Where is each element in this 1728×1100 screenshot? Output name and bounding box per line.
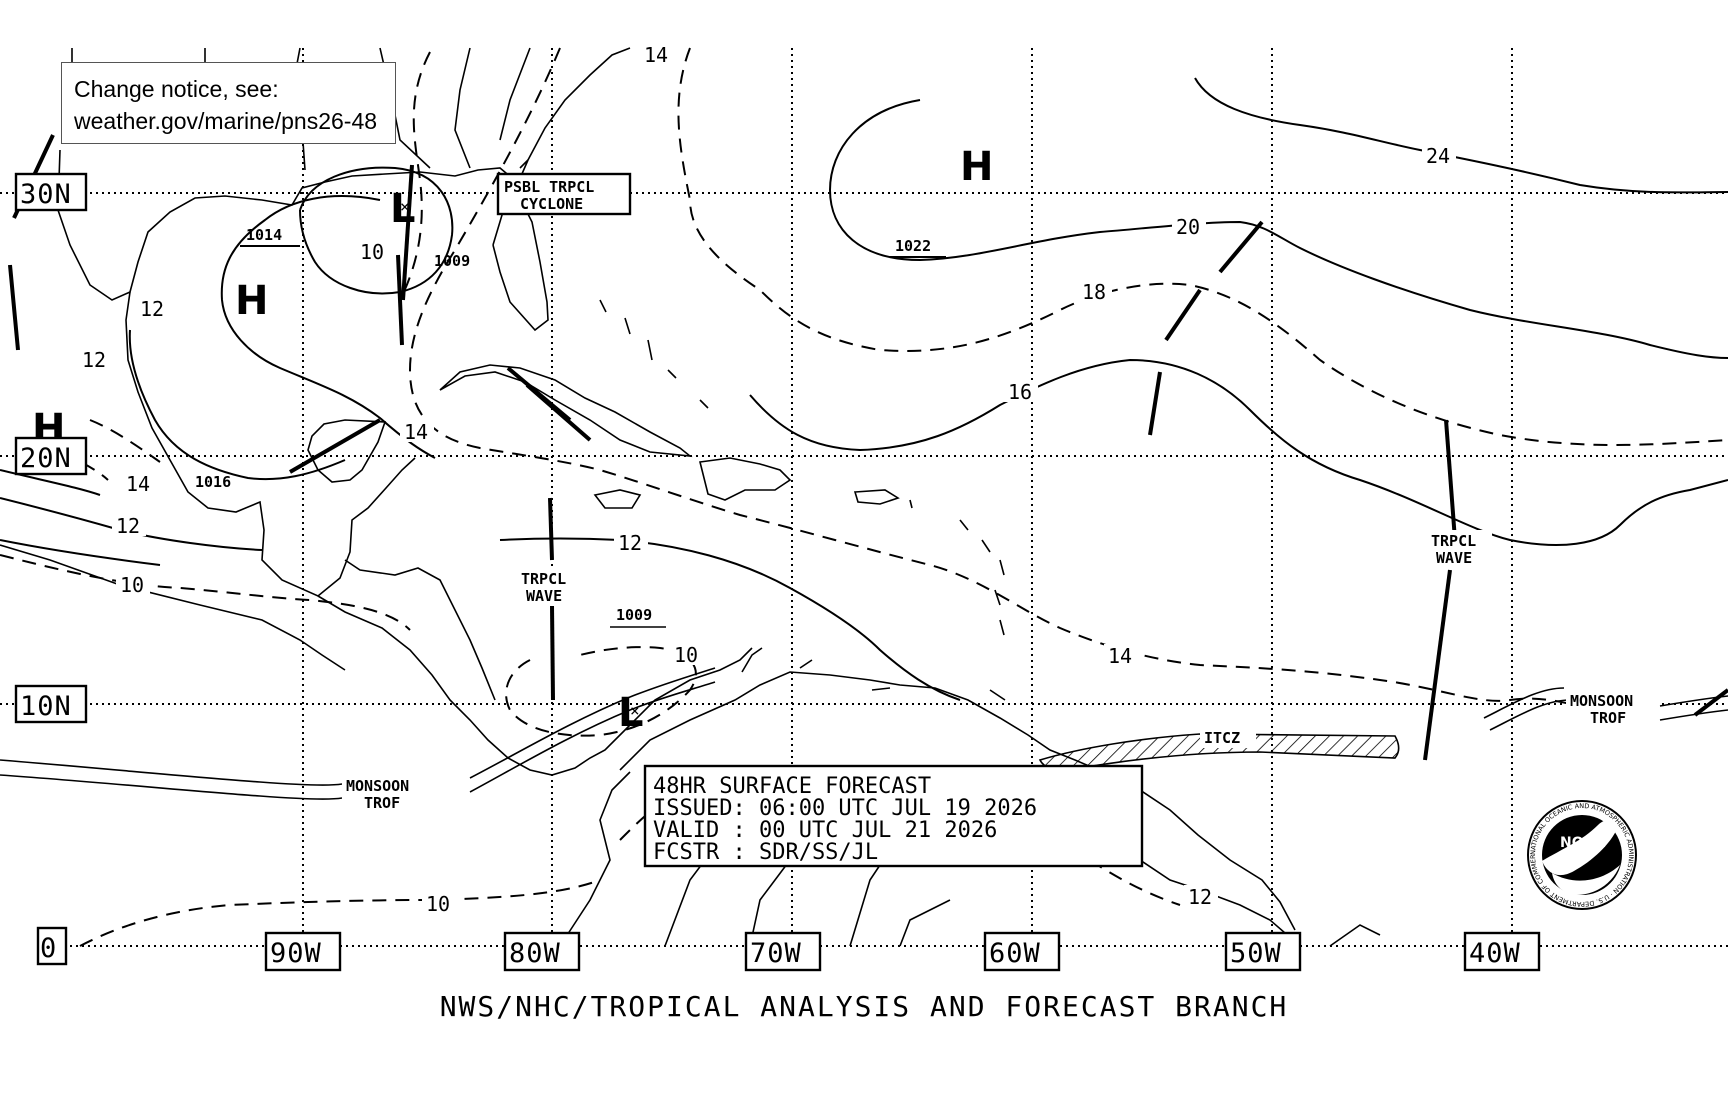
isobar-labels-11: 12 — [618, 531, 642, 555]
isobar-labels-6: 14 — [126, 472, 150, 496]
grid-lat-labels-3: 0 — [40, 933, 57, 964]
change-notice-box: Change notice, see: weather.gov/marine/p… — [61, 62, 396, 144]
pressure-centers: H 1014 L × 1009 H 1022 H 1016 L × 1009 — [32, 144, 993, 736]
noaa-logo-text: NOAA — [1560, 835, 1605, 851]
footer-credit: NWS/NHC/TROPICAL ANALYSIS AND FORECAST B… — [439, 990, 1289, 1023]
monsoon-trough-west — [0, 667, 716, 800]
forecast-box-line2: ISSUED: 06:00 UTC JUL 19 2026 — [653, 796, 1037, 821]
change-notice-link[interactable]: weather.gov/marine/pns26-48 — [74, 108, 378, 134]
isobar-labels-12: 12 — [1188, 885, 1212, 909]
isobar-labels-8: 12 — [140, 297, 164, 321]
isobar-labels-13: 10 — [360, 240, 384, 264]
latitude-labels: 30N 20N 10N 0 — [14, 172, 88, 966]
features-tropical-wave-east-line2: WAVE — [1436, 549, 1472, 567]
pressure-centers-4-pressure: 1009 — [616, 606, 652, 624]
isobar-labels-9: 12 — [82, 348, 106, 372]
isobar-label-14-top: 14 — [644, 43, 668, 67]
low-center-x-gulf: × — [400, 197, 410, 216]
features-itcz: ITCZ — [1204, 729, 1240, 747]
forecast-info-box: 48HR SURFACE FORECAST ISSUED: 06:00 UTC … — [643, 764, 1144, 868]
grid-lon-labels-5: 40W — [1469, 938, 1521, 969]
high-pressure-atlantic: H — [960, 144, 993, 190]
grid-lon-labels-3: 60W — [989, 938, 1041, 969]
forecast-box-line1: 48HR SURFACE FORECAST — [653, 774, 931, 799]
grid-lon-labels-2: 70W — [750, 938, 802, 969]
pressure-value-1009-caribbean: 1009 — [610, 606, 666, 628]
isobar-labels-1: 20 — [1176, 215, 1200, 239]
features-possible-cyclone-line1: PSBL TRPCL — [504, 178, 594, 196]
features-monsoon-trof-east-line1: MONSOON — [1570, 692, 1633, 710]
pressure-centers-0-pressure: 1014 — [246, 226, 282, 244]
isobar-labels-3: 16 — [1008, 380, 1032, 404]
features-monsoon-trof-east-line2: TROF — [1590, 709, 1626, 727]
feature-labels: PSBL TRPCL CYCLONE TRPCL WAVE TRPCL WAVE… — [342, 172, 1658, 813]
pressure-centers-1-pressure: 1009 — [434, 252, 470, 270]
high-pressure-gulf: H — [235, 278, 268, 324]
features-possible-cyclone-line2: CYCLONE — [520, 195, 583, 213]
pressure-centers-2-pressure: 1022 — [895, 237, 931, 255]
forecast-box-line4: FCSTR : SDR/SS/JL — [653, 840, 878, 865]
low-pressure-gulf: L — [390, 186, 416, 232]
grid-lon-labels-4: 50W — [1230, 938, 1282, 969]
isobar-labels-16: 10 — [426, 892, 450, 916]
grid-lon-labels-1: 80W — [509, 938, 561, 969]
isobar-labels-10: 12 — [116, 514, 140, 538]
isobar-labels-5: 14 — [404, 420, 428, 444]
isobar-labels-14: 10 — [674, 643, 698, 667]
features-monsoon-trof-west-line1: MONSOON — [346, 777, 409, 795]
pressure-value-1022: 1022 — [890, 237, 946, 258]
pressure-value-1014: 1014 — [240, 226, 300, 247]
features-tropical-wave-east-line1: TRPCL — [1431, 532, 1476, 550]
lat-lon-grid — [0, 48, 1728, 947]
low-center-x-caribbean: × — [630, 701, 640, 720]
grid-lat-labels-2: 10N — [20, 691, 72, 722]
change-notice-line1: Change notice, see: — [74, 76, 279, 102]
grid-lon-labels-0: 90W — [270, 938, 322, 969]
isobar-labels-15: 10 — [120, 573, 144, 597]
features-tropical-wave-west-line1: TRPCL — [521, 570, 566, 588]
isobar-labels-0: 24 — [1426, 144, 1450, 168]
isobar-labels-2: 18 — [1082, 280, 1106, 304]
features-monsoon-trof-west-line2: TROF — [364, 794, 400, 812]
pressure-centers-3-pressure: 1016 — [195, 473, 231, 491]
low-pressure-caribbean: L — [618, 690, 644, 736]
isobar-labels: 24 20 18 16 14 14 14 14 12 12 12 12 12 1… — [78, 144, 1456, 916]
features-tropical-wave-west-line2: WAVE — [526, 587, 562, 605]
isobar-labels-4: 14 — [1108, 644, 1132, 668]
grid-lat-labels-0: 30N — [20, 179, 72, 210]
grid-lat-labels-1: 20N — [20, 443, 72, 474]
longitude-labels: 90W 80W 70W 60W 50W 40W — [264, 931, 1541, 972]
noaa-logo: NOAA NATIONAL OCEANIC AND ATMOSPHERIC AD… — [1527, 800, 1637, 910]
monsoon-trough-east — [1483, 687, 1728, 731]
forecast-box-line3: VALID : 00 UTC JUL 21 2026 — [653, 818, 997, 843]
